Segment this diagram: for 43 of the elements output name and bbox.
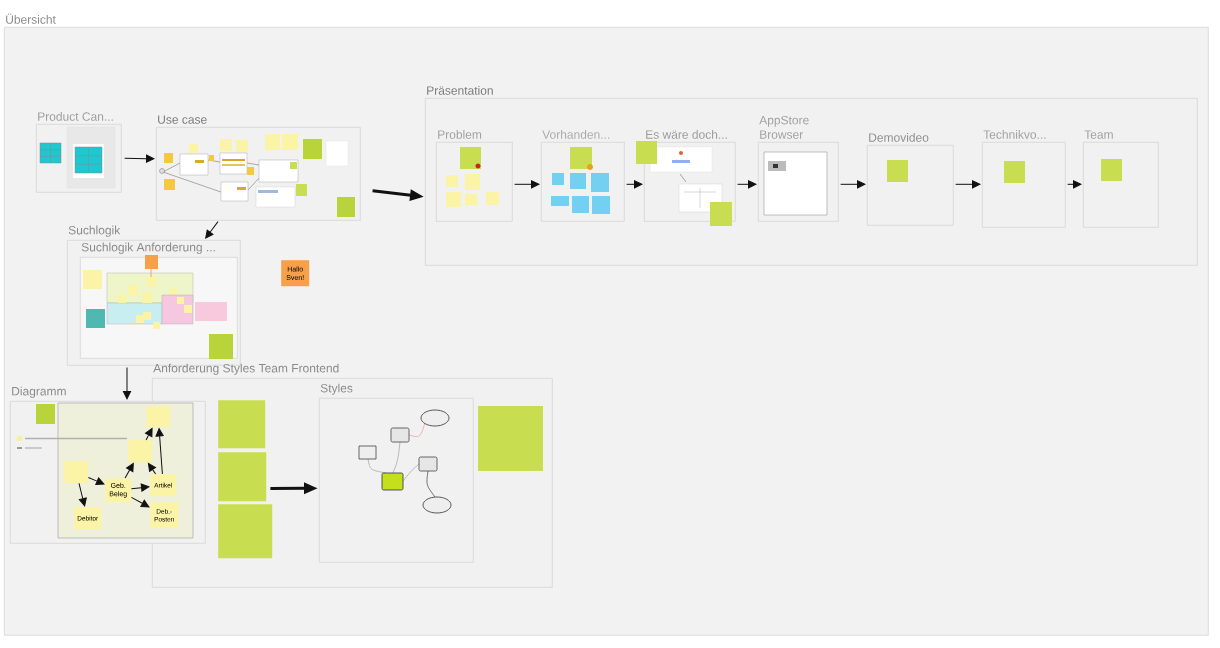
- node-label: Styles: [320, 383, 353, 395]
- node-label: Präsentation: [427, 86, 493, 95]
- node-label: Es wäre doch...: [646, 130, 727, 139]
- arrow: [737, 180, 757, 189]
- arrow: [1067, 180, 1082, 189]
- sticky-note: [218, 504, 273, 559]
- frame: Styles: [319, 383, 474, 563]
- arrow: [955, 180, 981, 189]
- sticky-note: [146, 406, 171, 428]
- arrow: [626, 180, 643, 189]
- arrow: [130, 496, 150, 508]
- node-label: Demovideo: [869, 133, 929, 142]
- node-label: Anforderung Styles Team Frontend: [153, 363, 339, 375]
- node-label: Vorhanden...: [542, 130, 610, 139]
- arrow: [147, 462, 157, 475]
- node-label: Problem: [438, 130, 482, 139]
- arrow: [145, 427, 153, 441]
- node-label: Team: [1084, 130, 1113, 139]
- frame: Demovideo: [867, 133, 954, 226]
- sticky-note: [128, 440, 153, 463]
- arrow: [840, 180, 866, 189]
- node-label: Use case: [158, 115, 207, 124]
- frame: Team: [1083, 130, 1159, 228]
- sticky-note: [218, 452, 267, 502]
- arrow: [122, 367, 132, 400]
- arrow: [130, 483, 150, 492]
- node-label: Suchlogik: [68, 225, 121, 237]
- frame: Technikvo...: [982, 130, 1066, 228]
- node-label: Diagramm: [12, 386, 66, 398]
- node-label: Übersicht: [6, 13, 56, 24]
- node-label: Product Can...: [38, 112, 113, 121]
- arrow: [514, 180, 540, 189]
- arrow: [87, 476, 105, 485]
- arrow: [124, 462, 134, 479]
- arrow: [155, 428, 164, 475]
- sticky-note: [218, 400, 266, 449]
- node-label: Technikvo...: [983, 130, 1046, 139]
- arrow: [205, 221, 219, 239]
- node-label: AppStore Browser: [759, 115, 809, 139]
- node-label: Suchlogik Anforderung ...: [81, 242, 215, 254]
- arrow: [78, 482, 87, 507]
- arrow: [124, 154, 155, 163]
- sticky-note: [64, 461, 89, 484]
